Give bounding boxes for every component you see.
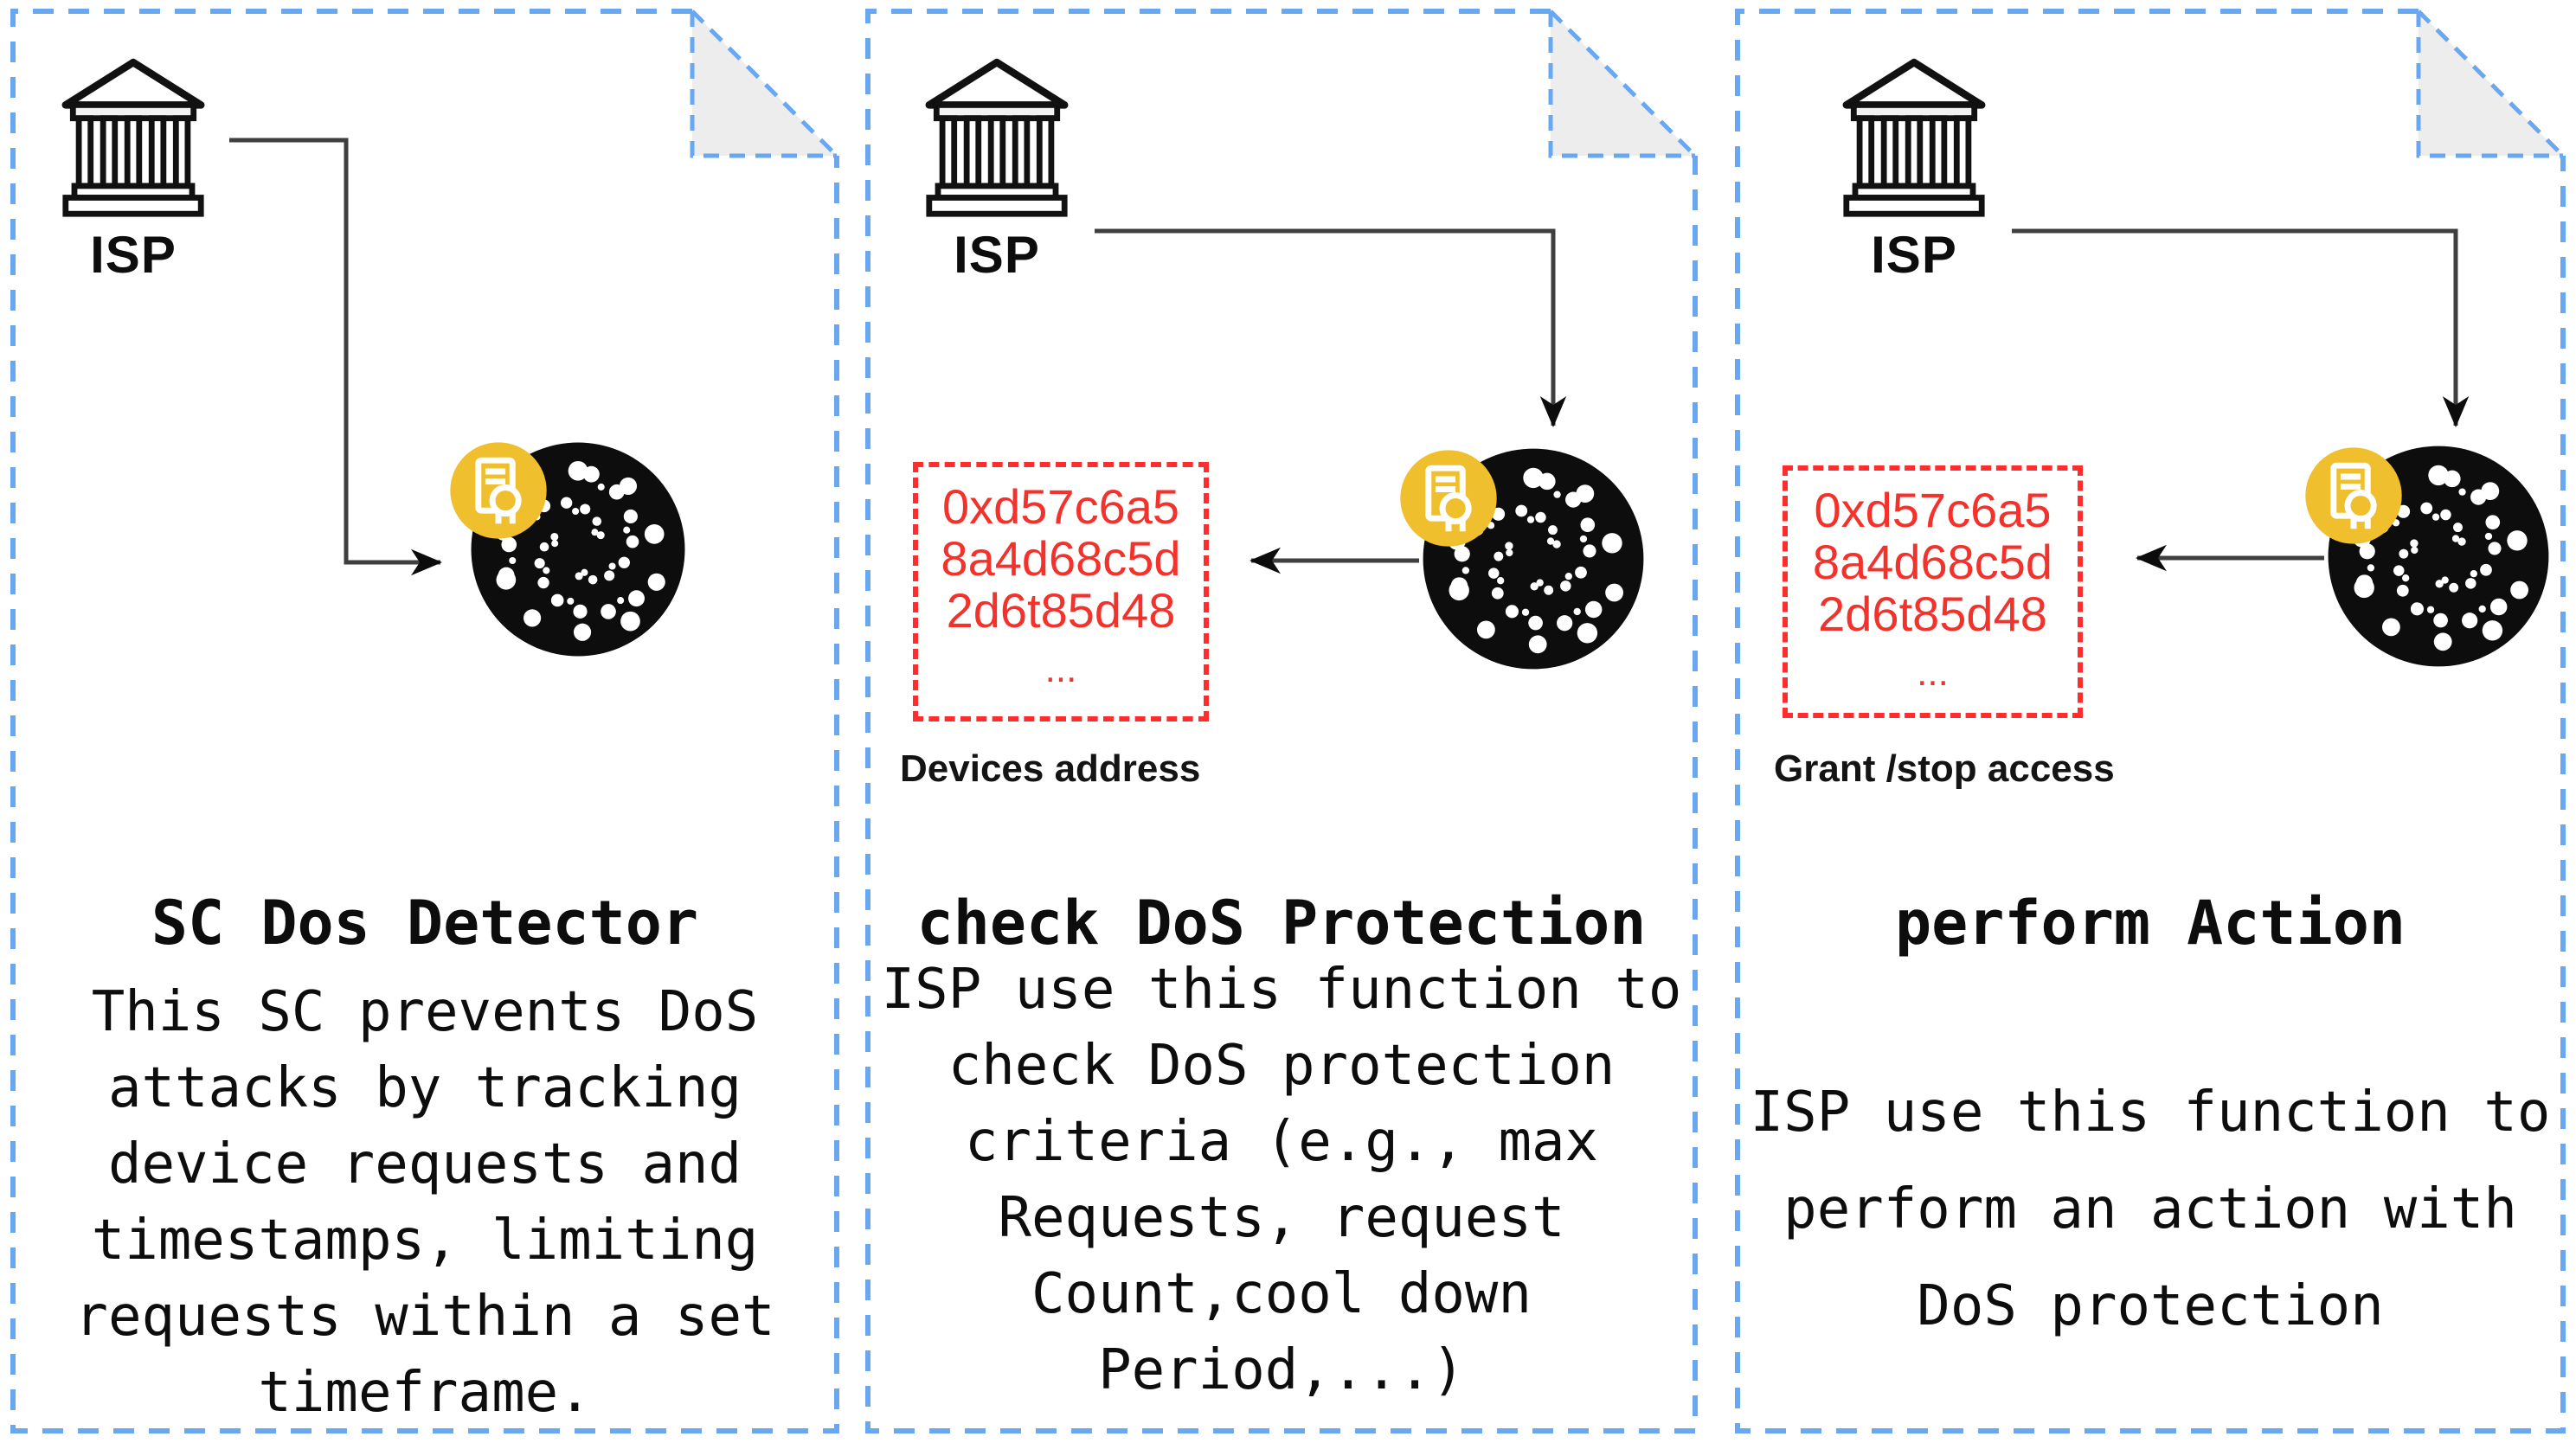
iota-ledger-icon bbox=[2326, 444, 2551, 669]
address-ellipsis: ... bbox=[1917, 651, 1949, 694]
address-line: 8a4d68c5d bbox=[1812, 535, 2053, 589]
address-ellipsis: ... bbox=[1044, 648, 1077, 690]
panel-perform-action: ISP 0xd57c6a5 8a4d68c5d 2d6t85d48 ... Gr… bbox=[1735, 9, 2566, 1433]
address-line: 0xd57c6a5 bbox=[1814, 483, 2052, 537]
fold-corner bbox=[692, 11, 837, 156]
fold-corner-edge bbox=[1548, 10, 1697, 158]
fold-corner-edge bbox=[690, 10, 838, 158]
panel-check-dos-protection: ISP 0xd57c6a5 8a4d68c5d 2d6t85d48 ... De… bbox=[865, 9, 1698, 1433]
address-caption: Devices address bbox=[900, 747, 1201, 790]
address-line: 2d6t85d48 bbox=[1818, 587, 2047, 641]
address-line: 0xd57c6a5 bbox=[941, 479, 1179, 534]
fold-corner bbox=[1551, 11, 1695, 156]
address-caption: Grant /stop access bbox=[1774, 747, 2115, 790]
panel-frame bbox=[10, 9, 839, 1433]
isp-label: ISP bbox=[954, 226, 1040, 284]
panel-border bbox=[10, 9, 839, 1433]
arrow-isp-to-ledger bbox=[229, 138, 442, 576]
panel-description: ISP use this function to perform an acti… bbox=[1750, 1081, 2551, 1338]
iota-ledger-icon bbox=[469, 440, 687, 658]
smart-contract-badge-icon bbox=[2303, 446, 2404, 546]
panel-frame bbox=[865, 9, 1698, 1433]
panel-description: This SC prevents DoS attacks by tracking… bbox=[74, 980, 775, 1425]
panel-border bbox=[1735, 9, 2566, 1433]
bank-icon bbox=[1840, 55, 1988, 222]
address-box: 0xd57c6a5 8a4d68c5d 2d6t85d48 ... bbox=[1783, 465, 2083, 718]
panel-title: check DoS Protection bbox=[916, 888, 1647, 959]
isp-label: ISP bbox=[1871, 226, 1957, 284]
fold-corner-edge bbox=[2416, 10, 2565, 158]
isp-label: ISP bbox=[90, 226, 177, 284]
address-box: 0xd57c6a5 8a4d68c5d 2d6t85d48 ... bbox=[913, 462, 1209, 722]
bank-icon bbox=[60, 55, 207, 222]
address-line: 2d6t85d48 bbox=[946, 583, 1176, 638]
panel-sc-dos-detector: ISP SC Dos Detector This SC prevents DoS… bbox=[10, 9, 839, 1433]
smart-contract-badge-icon bbox=[448, 440, 549, 541]
address-line: 8a4d68c5d bbox=[941, 531, 1181, 586]
arrow-isp-to-ledger bbox=[2012, 228, 2470, 427]
panel-description: ISP use this function to check DoS prote… bbox=[881, 958, 1682, 1402]
bank-icon bbox=[923, 55, 1070, 222]
fold-corner bbox=[2419, 11, 2563, 156]
arrow-isp-to-ledger bbox=[1095, 228, 1567, 427]
iota-ledger-icon bbox=[1421, 446, 1646, 671]
panel-title: SC Dos Detector bbox=[151, 888, 699, 959]
smart-contract-badge-icon bbox=[1398, 448, 1499, 548]
panel-frame bbox=[1735, 9, 2566, 1433]
panel-border bbox=[865, 9, 1698, 1433]
panel-title: perform Action bbox=[1894, 888, 2406, 959]
